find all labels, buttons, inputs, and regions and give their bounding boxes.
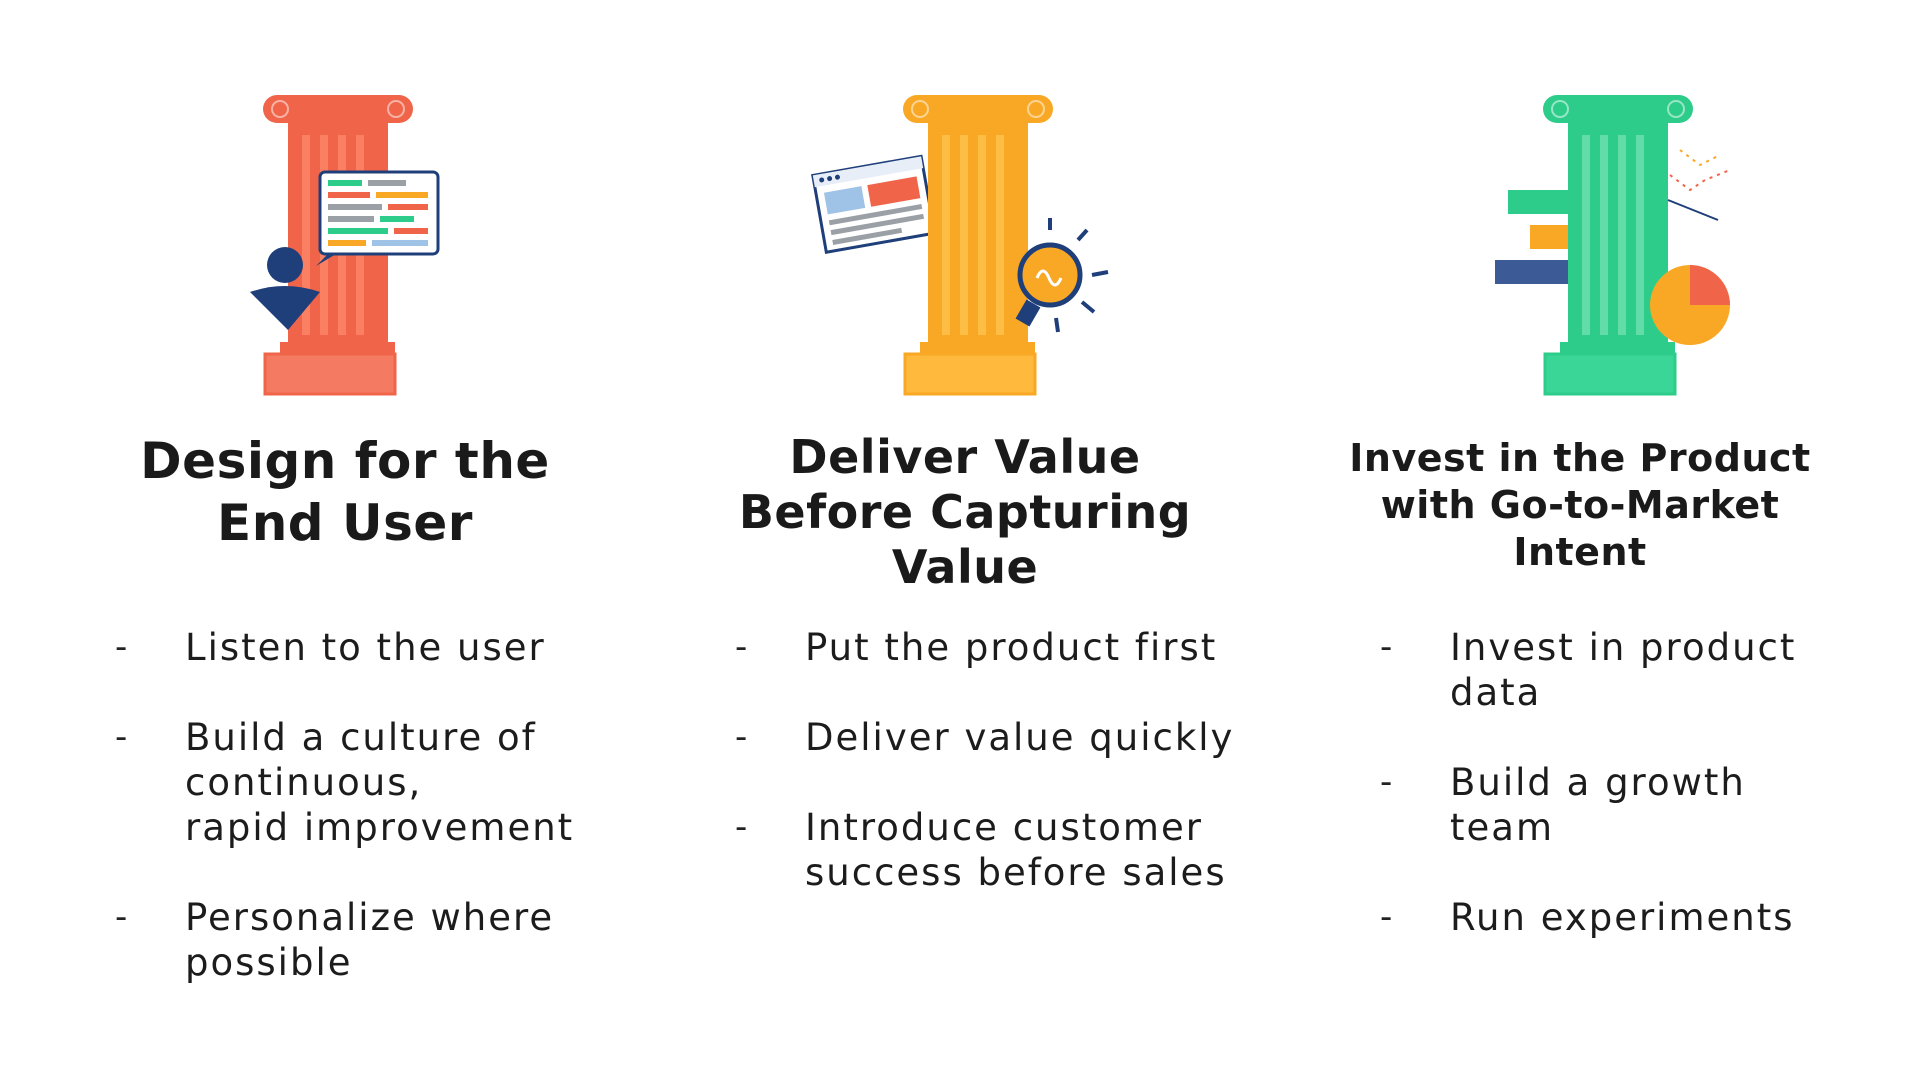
list-item: - Invest in product data: [1380, 625, 1900, 715]
bullet-marker: -: [115, 627, 128, 667]
pillar-bullet-list: - Listen to the user - Build a culture o…: [115, 625, 635, 1030]
bullet-text: Put the product first: [805, 626, 1218, 669]
bullet-text: Build a culture of continuous, rapid imp…: [185, 716, 575, 849]
dashboard-card-icon: [316, 170, 440, 266]
pillar-illustration-3: [1495, 95, 1731, 396]
pillar-bullet-list: - Invest in product data - Build a growt…: [1380, 625, 1900, 985]
bullet-marker: -: [735, 627, 748, 667]
pillar-title-line: Value: [891, 540, 1039, 594]
user-avatar-icon: [250, 247, 320, 330]
pillar-illustration-2: [811, 95, 1109, 396]
bullet-marker: -: [735, 717, 748, 757]
bullet-text: Introduce customer success before sales: [805, 806, 1227, 894]
bullet-marker: -: [1380, 762, 1393, 802]
bullet-marker: -: [1380, 627, 1393, 667]
pillar-title-line: Deliver Value: [789, 430, 1141, 484]
browser-window-icon: [811, 154, 937, 254]
pillar-title-line: Before Capturing: [738, 485, 1192, 539]
pillar-title: Design for the End User: [100, 430, 590, 554]
pillar-title-line: Invest in the Product: [1349, 436, 1811, 480]
list-item: - Introduce customer success before sale…: [735, 805, 1275, 895]
pillar-invest-in-product: Invest in the Product with Go-to-Market …: [1280, 0, 1920, 1080]
pillar-deliver-value: Deliver Value Before Capturing Value - P…: [640, 0, 1280, 1080]
bullet-marker: -: [115, 897, 128, 937]
list-item: - Run experiments: [1380, 895, 1900, 940]
ionic-column-icon: [903, 95, 1053, 396]
pillar-design-for-end-user: Design for the End User - Listen to the …: [0, 0, 640, 1080]
lightbulb-icon: [1015, 218, 1109, 333]
list-item: - Build a growth team: [1380, 760, 1900, 850]
list-item: - Build a culture of continuous, rapid i…: [115, 715, 635, 850]
pillar-title-line: Intent: [1513, 530, 1647, 574]
list-item: - Deliver value quickly: [735, 715, 1275, 760]
list-item: - Put the product first: [735, 625, 1275, 670]
pillar-title-line: with Go-to-Market: [1380, 483, 1780, 527]
pillar-title: Invest in the Product with Go-to-Market …: [1325, 435, 1835, 576]
pillar-bullet-list: - Put the product first - Deliver value …: [735, 625, 1275, 940]
trend-line-icon: [1667, 149, 1731, 221]
bullet-text: Invest in product data: [1450, 626, 1797, 714]
list-item: - Listen to the user: [115, 625, 635, 670]
list-item: - Personalize where possible: [115, 895, 635, 985]
pillar-title: Deliver Value Before Capturing Value: [715, 430, 1215, 595]
bullet-text: Deliver value quickly: [805, 716, 1235, 759]
bullet-marker: -: [735, 807, 748, 847]
pillar-illustration-1: [250, 95, 440, 396]
bullet-text: Build a growth team: [1450, 761, 1746, 849]
bullet-marker: -: [1380, 897, 1393, 937]
pillar-title-line: Design for the: [140, 432, 550, 490]
bullet-text: Listen to the user: [185, 626, 546, 669]
ionic-column-icon: [1543, 95, 1693, 396]
bullet-text: Personalize where possible: [185, 896, 555, 984]
pillar-title-line: End User: [217, 494, 473, 552]
bullet-marker: -: [115, 717, 128, 757]
bullet-text: Run experiments: [1450, 896, 1795, 939]
pie-chart-icon: [1650, 265, 1730, 345]
